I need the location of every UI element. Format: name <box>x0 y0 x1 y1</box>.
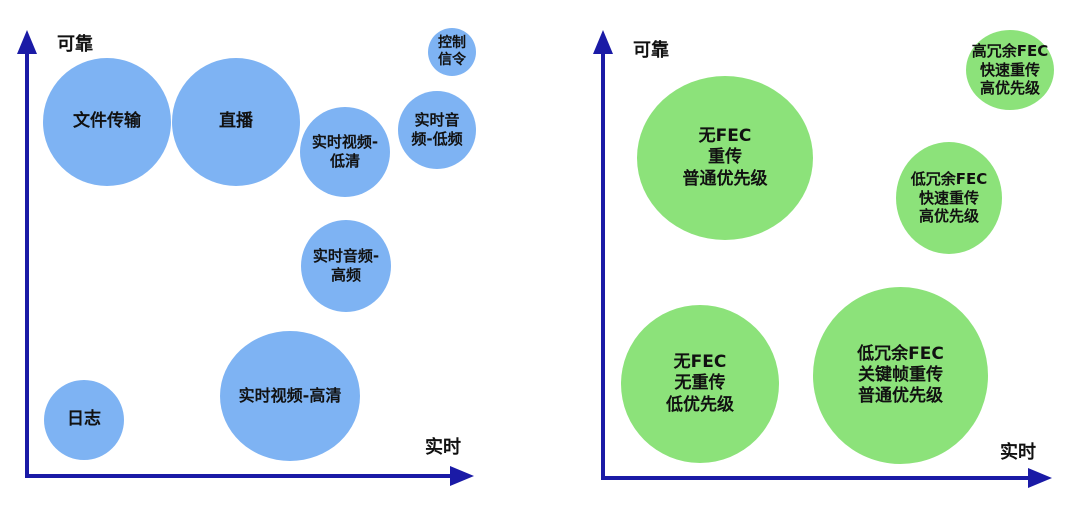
bubble-no-fec-retransmit: 无FEC 重传 普通优先级 <box>637 76 813 240</box>
right-x-axis-label: 实时 <box>1000 442 1036 463</box>
bubble-no-fec-no-retransmit: 无FEC 无重传 低优先级 <box>621 305 779 463</box>
right-x-arrowhead <box>1028 468 1052 488</box>
bubble-high-fec: 高冗余FEC 快速重传 高优先级 <box>966 30 1054 110</box>
bubble-label: 直播 <box>219 111 253 132</box>
bubble-label: 实时视频-高清 <box>238 386 342 405</box>
bubble-label: 日志 <box>67 409 101 430</box>
bubble-label: 无FEC 重传 普通优先级 <box>682 126 768 189</box>
bubble-live-stream: 直播 <box>172 58 300 186</box>
bubble-video-high: 实时视频-高清 <box>220 331 360 461</box>
right-y-arrowhead <box>593 30 613 54</box>
bubble-label: 低冗余FEC 快速重传 高优先级 <box>910 169 988 226</box>
bubble-label: 控制 信令 <box>438 35 466 68</box>
bubble-label: 实时音频- 高频 <box>312 247 380 284</box>
bubble-audio-low: 实时音 频-低频 <box>398 91 476 169</box>
left-x-arrowhead <box>450 466 474 486</box>
bubble-label: 实时视频- 低清 <box>311 133 379 170</box>
bubble-low-fec-fast: 低冗余FEC 快速重传 高优先级 <box>896 142 1002 254</box>
bubble-file-transfer: 文件传输 <box>43 58 171 186</box>
bubble-label: 实时音 频-低频 <box>411 111 463 148</box>
bubble-control-signal: 控制 信令 <box>428 28 476 76</box>
bubble-video-low: 实时视频- 低清 <box>300 107 390 197</box>
left-y-arrowhead <box>17 30 37 54</box>
bubble-label: 无FEC 无重传 低优先级 <box>666 352 734 415</box>
bubble-label: 文件传输 <box>73 111 141 132</box>
right-y-axis-label: 可靠 <box>633 40 669 61</box>
bubble-audio-high: 实时音频- 高频 <box>301 220 391 312</box>
left-x-axis-label: 实时 <box>425 437 461 458</box>
bubble-low-fec-keyframe: 低冗余FEC 关键帧重传 普通优先级 <box>813 287 988 464</box>
left-y-axis-label: 可靠 <box>57 34 93 55</box>
bubble-log: 日志 <box>44 380 124 460</box>
bubble-label: 高冗余FEC 快速重传 高优先级 <box>971 41 1049 98</box>
bubble-label: 低冗余FEC 关键帧重传 普通优先级 <box>857 343 944 407</box>
